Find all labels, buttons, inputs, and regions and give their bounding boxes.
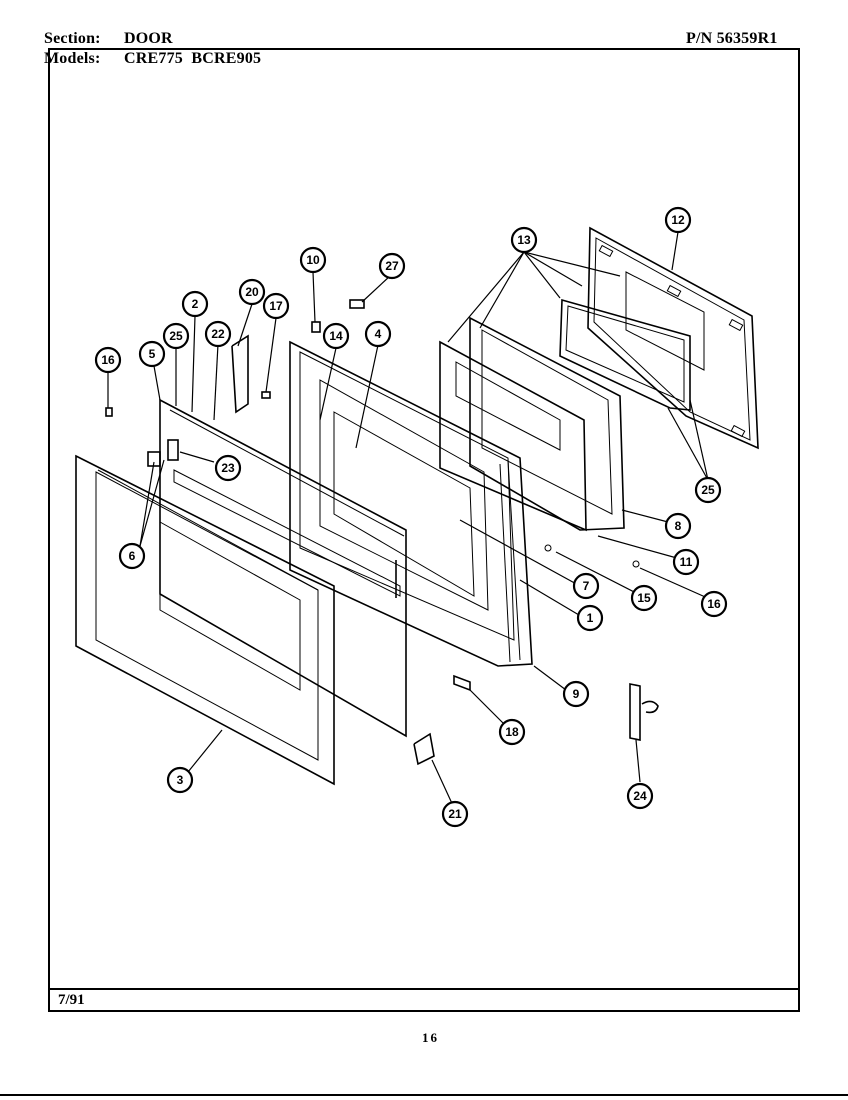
svg-text:12: 12 xyxy=(671,213,685,227)
svg-text:20: 20 xyxy=(245,285,259,299)
svg-text:16: 16 xyxy=(101,353,115,367)
svg-text:10: 10 xyxy=(306,253,320,267)
svg-text:18: 18 xyxy=(505,725,519,739)
svg-text:21: 21 xyxy=(448,807,462,821)
callout-25-left: 25 xyxy=(162,322,190,350)
callout-15: 15 xyxy=(630,584,658,612)
models-value: CRE775 BCRE905 xyxy=(124,50,262,67)
svg-text:11: 11 xyxy=(680,555,693,569)
callout-5: 5 xyxy=(138,340,166,368)
section-value: DOOR xyxy=(124,30,173,47)
page-number: 16 xyxy=(422,1030,439,1045)
models-label: Models: xyxy=(44,50,101,67)
callout-17: 17 xyxy=(262,292,290,320)
callout-11: 11 xyxy=(672,548,700,576)
callout-8: 8 xyxy=(664,512,692,540)
callout-7: 7 xyxy=(572,572,600,600)
svg-text:2: 2 xyxy=(192,297,199,311)
callout-23: 23 xyxy=(214,454,242,482)
svg-text:14: 14 xyxy=(329,329,343,343)
hardware xyxy=(105,299,659,766)
inner-frame-assembly xyxy=(439,316,625,532)
svg-text:25: 25 xyxy=(169,329,183,343)
callout-14: 14 xyxy=(322,322,350,350)
callout-21: 21 xyxy=(441,800,469,828)
svg-text:23: 23 xyxy=(221,461,235,475)
svg-text:7: 7 xyxy=(583,579,590,593)
callout-9: 9 xyxy=(562,680,590,708)
svg-text:24: 24 xyxy=(633,789,647,803)
callout-12: 12 xyxy=(664,206,692,234)
page-bottom-rule xyxy=(0,1094,848,1096)
callout-4: 4 xyxy=(364,320,392,348)
svg-text:17: 17 xyxy=(269,299,283,313)
section-label: Section: xyxy=(44,30,101,47)
svg-text:15: 15 xyxy=(637,591,651,605)
rear-door-panel xyxy=(587,226,759,450)
revision-date: 7/91 xyxy=(58,992,85,1008)
callout-16-right: 16 xyxy=(700,590,728,618)
svg-text:9: 9 xyxy=(573,687,580,701)
diagram-frame xyxy=(48,48,800,1012)
svg-text:5: 5 xyxy=(149,347,156,361)
svg-text:25: 25 xyxy=(701,483,715,497)
inner-glass xyxy=(559,298,691,411)
svg-text:1: 1 xyxy=(587,611,594,625)
svg-text:16: 16 xyxy=(707,597,721,611)
callout-10: 10 xyxy=(299,246,327,274)
door-liner xyxy=(289,340,533,667)
callout-2: 2 xyxy=(181,290,209,318)
callout-6: 6 xyxy=(118,542,146,570)
callout-22: 22 xyxy=(204,320,232,348)
svg-text:4: 4 xyxy=(375,327,382,341)
svg-text:22: 22 xyxy=(211,327,225,341)
callout-25-right: 25 xyxy=(694,476,722,504)
callout-27: 27 xyxy=(378,252,406,280)
callout-24: 24 xyxy=(626,782,654,810)
svg-text:27: 27 xyxy=(385,259,399,273)
svg-text:3: 3 xyxy=(177,773,184,787)
callout-20: 20 xyxy=(238,278,266,306)
svg-text:6: 6 xyxy=(129,549,136,563)
callout-3: 3 xyxy=(166,766,194,794)
callout-1: 1 xyxy=(576,604,604,632)
svg-text:8: 8 xyxy=(675,519,682,533)
svg-text:13: 13 xyxy=(517,233,531,247)
leader-lines xyxy=(107,231,713,811)
callout-13: 13 xyxy=(510,226,538,254)
callout-16-left: 16 xyxy=(94,346,122,374)
callout-18: 18 xyxy=(498,718,526,746)
outer-glass-panel xyxy=(159,398,407,738)
footer-divider xyxy=(48,988,800,990)
part-number: P/N 56359R1 xyxy=(686,30,778,47)
door-outer-frame xyxy=(75,454,335,786)
